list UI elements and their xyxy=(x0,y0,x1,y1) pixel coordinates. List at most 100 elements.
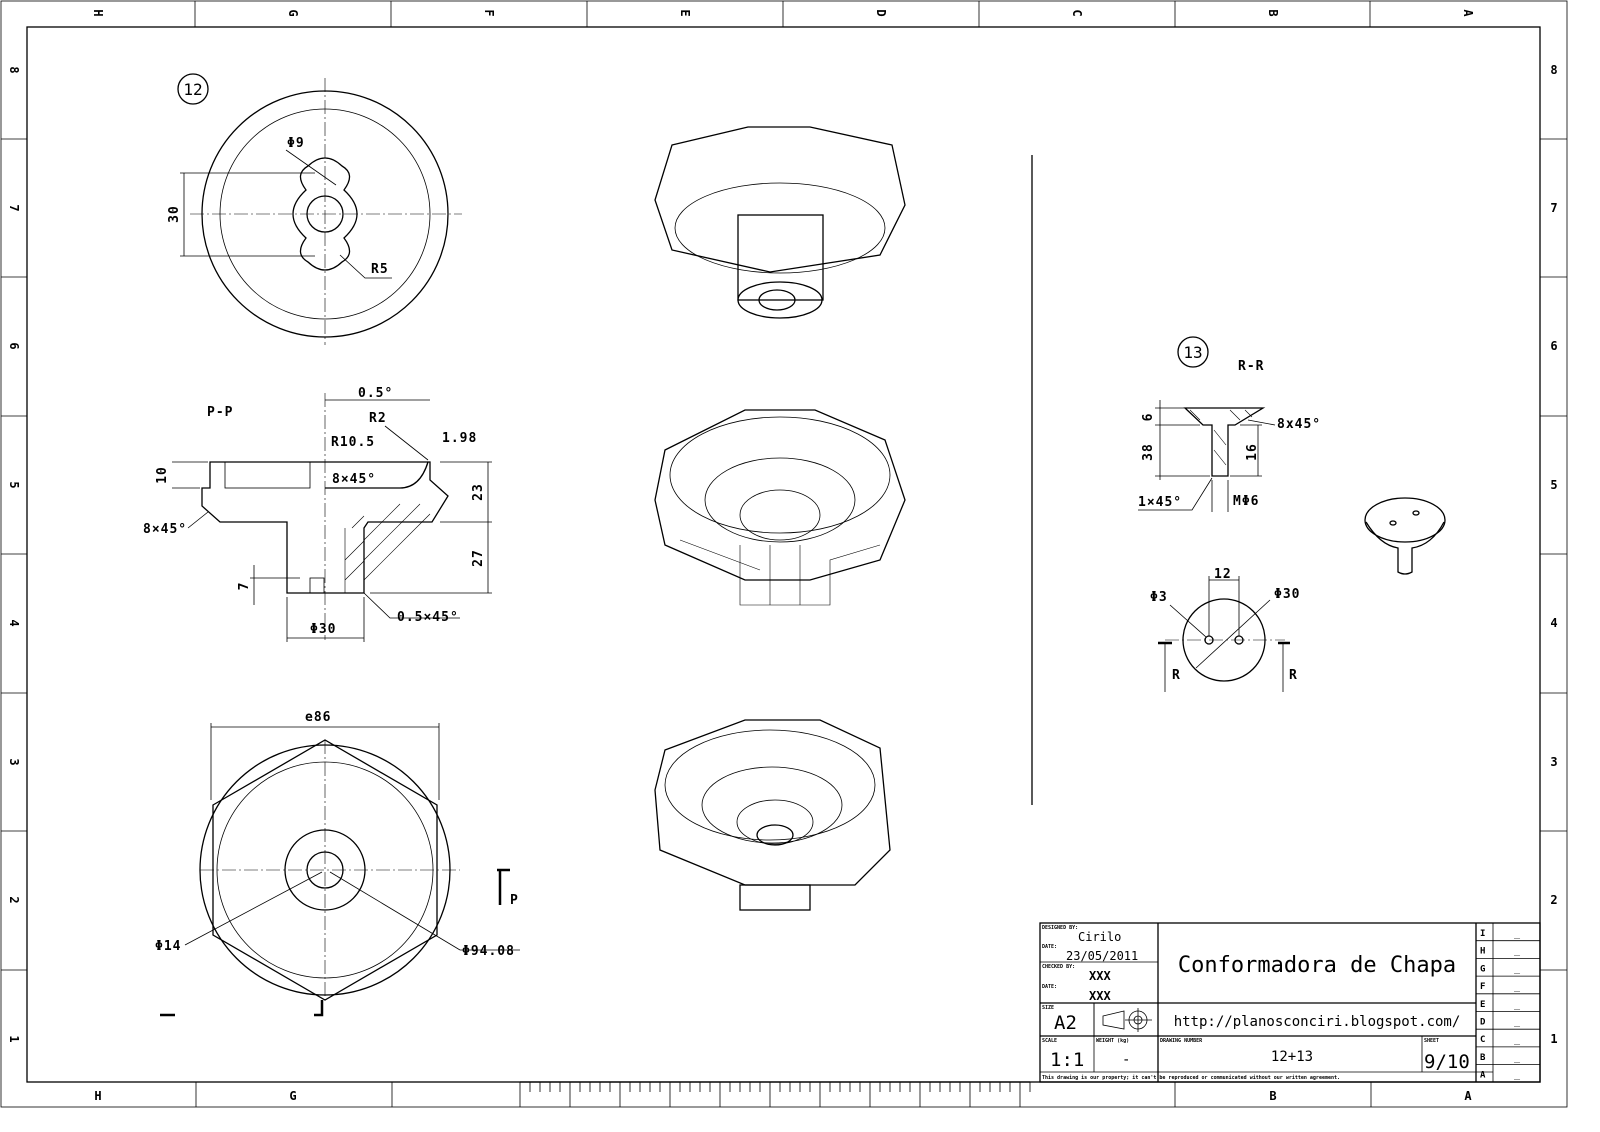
dim-phi94.08: Φ94.08 xyxy=(462,944,515,959)
zone-column-label-bottom: B xyxy=(1269,1089,1276,1103)
zone-row-label-left: 8 xyxy=(7,66,21,73)
zone-row-label-left: 5 xyxy=(7,481,21,488)
section-label-pp: P-P xyxy=(207,405,233,420)
zone-row-label-right: 5 xyxy=(1550,478,1557,492)
section-arrow-r-right: R xyxy=(1289,668,1298,683)
zone-column-label-bottom: A xyxy=(1464,1089,1472,1103)
revision-value: _ xyxy=(1514,1070,1521,1081)
zone-column-label-bottom: H xyxy=(94,1089,101,1103)
zone-column-label: H xyxy=(91,9,105,16)
dim-8x45: 8x45° xyxy=(1277,417,1321,432)
dim-0.5deg: 0.5° xyxy=(358,386,393,401)
revision-value: _ xyxy=(1514,999,1521,1010)
revision-letter: I xyxy=(1480,929,1485,939)
scale-ruler xyxy=(519,1081,1031,1107)
checked-by-label: CHECKED BY: xyxy=(1042,964,1075,970)
part13-top-view: 12 Φ3 Φ30 R R xyxy=(1150,567,1299,692)
drawing-title: Conformadora de Chapa xyxy=(1178,953,1456,978)
balloon-13 xyxy=(1177,336,1209,368)
zone-row-label-right: 3 xyxy=(1550,755,1557,769)
revision-value: _ xyxy=(1514,981,1521,992)
drawing-url: http://planosconciri.blogspot.com/ xyxy=(1174,1014,1461,1030)
weight-label: WEIGHT (kg) xyxy=(1096,1038,1129,1044)
zone-column-label: C xyxy=(1070,9,1084,16)
dim-16: 16 xyxy=(1245,443,1260,461)
zone-row-label-right: 6 xyxy=(1550,339,1557,353)
revision-letter: D xyxy=(1480,1018,1486,1028)
balloon-12-label: 12 xyxy=(183,80,202,99)
size-label: SIZE xyxy=(1042,1005,1054,1011)
scale-label: SCALE xyxy=(1042,1038,1057,1044)
dim-23: 23 xyxy=(471,483,486,501)
zone-row-label-left: 3 xyxy=(7,758,21,765)
balloon-13-label: 13 xyxy=(1183,343,1202,362)
zone-row-label-right: 8 xyxy=(1550,63,1557,77)
revision-table: I_H_G_F_E_D_C_B_A_ xyxy=(1476,928,1540,1081)
part13-iso-view xyxy=(1364,497,1446,575)
dim-r10.5: R10.5 xyxy=(331,435,375,450)
zone-column-label: B xyxy=(1266,9,1280,16)
zone-row-label-left: 2 xyxy=(7,896,21,903)
zone-row-label-right: 7 xyxy=(1550,201,1557,215)
weight-value: - xyxy=(1122,1052,1130,1068)
zone-row-label-left: 6 xyxy=(7,342,21,349)
date-value: 23/05/2011 xyxy=(1066,949,1138,963)
zone-row-label-right: 2 xyxy=(1550,893,1557,907)
revision-value: _ xyxy=(1514,1034,1521,1045)
sheet-label: SHEET xyxy=(1424,1038,1439,1044)
zone-column-label: E xyxy=(678,9,692,16)
drawing-number-value: 12+13 xyxy=(1271,1049,1313,1065)
dim-12: 12 xyxy=(1214,567,1232,582)
date2-value: XXX xyxy=(1089,989,1111,1003)
dim-8x45-left: 8×45° xyxy=(143,522,187,537)
revision-letter: H xyxy=(1480,947,1485,957)
zone-row-label-left: 1 xyxy=(7,1035,21,1042)
dim-e86: e86 xyxy=(305,710,331,725)
revision-value: _ xyxy=(1514,928,1521,939)
drawing-frame xyxy=(26,26,1541,1083)
zone-column-label: A xyxy=(1461,9,1475,17)
dim-8x45-top: 8×45° xyxy=(332,472,376,487)
date-label: DATE: xyxy=(1042,944,1057,950)
dim-7: 7 xyxy=(237,582,252,591)
zone-column-label-bottom: G xyxy=(289,1089,296,1103)
designed-by-value: Cirilo xyxy=(1078,930,1121,944)
dim-27: 27 xyxy=(471,549,486,567)
part12-iso-view-section xyxy=(654,409,906,606)
checked-by-value: XXX xyxy=(1089,969,1111,983)
sheet-value: 9/10 xyxy=(1424,1051,1470,1073)
dim-1.98: 1.98 xyxy=(442,431,477,446)
scale-value: 1:1 xyxy=(1050,1049,1084,1071)
dim-6: 6 xyxy=(1141,413,1156,422)
drawing-number-label: DRAWING NUMBER xyxy=(1160,1038,1203,1044)
dim-phi9: Φ9 xyxy=(287,136,305,151)
designed-by-label: DESIGNED BY: xyxy=(1042,925,1078,931)
part12-top-view: 12 30 Φ9 R5 xyxy=(167,73,462,345)
dim-10: 10 xyxy=(155,466,170,484)
dim-r2: R2 xyxy=(369,411,387,426)
dim-phi3: Φ3 xyxy=(1150,590,1168,605)
part12-section-pp: P-P 0.5° R2 R10.5 1.98 10 8×45° 8×45° 23… xyxy=(143,386,492,642)
zone-row-label-left: 4 xyxy=(7,619,21,626)
part12-iso-view-bottom xyxy=(654,719,891,911)
revision-letter: C xyxy=(1480,1035,1485,1045)
part13-section-rr: 13 R-R 6 38 16 8x45° 1×45° MΦ6 xyxy=(1138,336,1321,512)
property-notice: This drawing is our property; it can't b… xyxy=(1042,1075,1340,1081)
part12-bottom-view: e86 Φ14 Φ94.08 P xyxy=(155,710,520,1017)
dim-m6: MΦ6 xyxy=(1233,494,1259,509)
zone-row-label-right: 1 xyxy=(1550,1032,1557,1046)
title-block: DESIGNED BY: Cirilo DATE: 23/05/2011 CHE… xyxy=(1039,922,1541,1083)
dim-phi30: Φ30 xyxy=(310,622,336,637)
part12-iso-view-top xyxy=(654,126,906,319)
zone-column-label: G xyxy=(286,9,300,16)
zone-column-label: D xyxy=(874,9,888,16)
section-arrow-r-left: R xyxy=(1172,668,1181,683)
dim-30: 30 xyxy=(167,205,182,223)
dim-0.5x45: 0.5×45° xyxy=(397,610,459,625)
outer-border xyxy=(0,0,1568,1108)
balloon-12 xyxy=(177,73,209,105)
revision-value: _ xyxy=(1514,1052,1521,1063)
zone-row-label-left: 7 xyxy=(7,204,21,211)
